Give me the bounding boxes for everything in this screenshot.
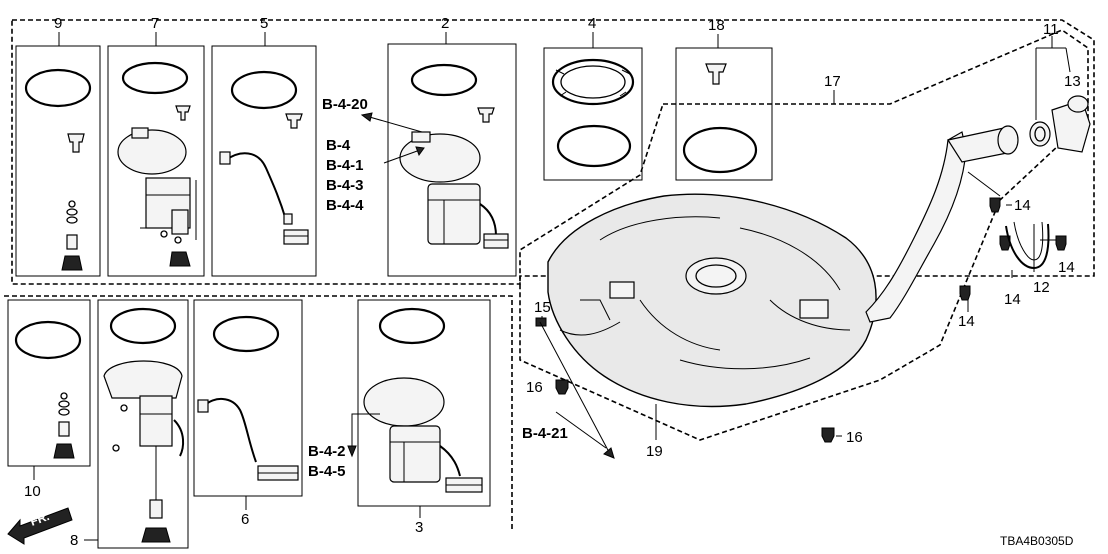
callout-6: 6 xyxy=(241,511,249,528)
clip-part xyxy=(285,113,303,129)
gasket-ring xyxy=(121,61,189,95)
callout-13: 13 xyxy=(1064,73,1081,90)
tank-group-outline xyxy=(519,29,1089,441)
box-2 xyxy=(387,43,517,277)
mounting-hardware-parts xyxy=(535,197,1067,443)
ref-b-4-3: B-4-3 xyxy=(326,177,364,194)
fuel-tank-part xyxy=(547,193,877,408)
box-18 xyxy=(675,47,773,181)
ref-b-4: B-4 xyxy=(326,137,351,154)
callout-16a: 16 xyxy=(526,379,543,396)
gasket-ring xyxy=(410,63,478,97)
reference-arrows xyxy=(347,112,615,459)
box-7-parts xyxy=(117,61,197,267)
filler-neck-part xyxy=(865,125,1019,323)
clip-part xyxy=(705,63,727,85)
front-label: FR. xyxy=(28,509,51,529)
box-9-parts xyxy=(24,68,92,271)
gasket-ring xyxy=(14,320,82,360)
clip-part xyxy=(175,105,191,121)
gasket-ring xyxy=(556,124,632,168)
callout-8: 8 xyxy=(70,532,78,549)
box-9 xyxy=(15,45,101,277)
ref-b-4-2: B-4-2 xyxy=(308,443,346,460)
callout-10: 10 xyxy=(24,483,41,500)
callout-14b: 14 xyxy=(1058,259,1075,276)
ref-b-4-5: B-4-5 xyxy=(308,463,346,480)
fuel-pump-module-part xyxy=(117,127,197,267)
gasket-ring xyxy=(24,68,92,108)
box-4 xyxy=(543,47,643,181)
valve-stack-part xyxy=(61,200,83,271)
callout-15: 15 xyxy=(534,299,551,316)
upper-group-outline xyxy=(11,19,1095,285)
ref-b-4-20: B-4-20 xyxy=(322,96,368,113)
box-4-parts xyxy=(551,58,635,168)
fuel-pump-module-part xyxy=(103,360,185,543)
callout-7: 7 xyxy=(151,15,159,32)
callout-16b: 16 xyxy=(846,429,863,446)
gasket-ring xyxy=(212,315,280,353)
callout-17: 17 xyxy=(824,73,841,90)
lower-group-outline xyxy=(4,295,513,530)
callout-19: 19 xyxy=(646,443,663,460)
callout-14c: 14 xyxy=(1004,291,1021,308)
front-arrow-icon: FR. xyxy=(7,507,73,545)
callout-18: 18 xyxy=(708,17,725,34)
valve-stack-part xyxy=(53,392,75,459)
gasket-ring xyxy=(109,307,177,345)
box-5-parts xyxy=(219,70,309,245)
callout-leaders xyxy=(33,32,1071,541)
gasket-ring xyxy=(230,70,298,110)
callout-4: 4 xyxy=(588,15,596,32)
ref-b-4-1: B-4-1 xyxy=(326,157,364,174)
box-10 xyxy=(7,299,91,467)
box-18-parts xyxy=(682,63,758,174)
box-8 xyxy=(97,299,189,549)
callout-12: 12 xyxy=(1033,279,1050,296)
clip-part xyxy=(477,107,495,123)
box-2-parts xyxy=(399,63,509,249)
box-3-parts xyxy=(363,307,483,493)
diagram-code: TBA4B0305D xyxy=(1000,534,1074,548)
callout-11: 11 xyxy=(1043,21,1059,38)
ref-b-4-21: B-4-21 xyxy=(522,425,568,442)
fuel-pump-assembly-part xyxy=(363,377,483,493)
box-3 xyxy=(357,299,491,507)
clip-part xyxy=(67,133,85,153)
callout-9: 9 xyxy=(54,15,62,32)
box-5 xyxy=(211,45,317,277)
fuel-cap-assembly-part xyxy=(1029,95,1091,153)
box-6-parts xyxy=(197,315,299,481)
callout-labels: 9 7 5 2 4 18 11 13 17 14 14 14 14 12 15 … xyxy=(24,15,1081,549)
fuel-level-sensor-part xyxy=(197,398,299,481)
callout-14a: 14 xyxy=(1014,197,1031,214)
box-6 xyxy=(193,299,303,497)
gasket-ring xyxy=(378,307,446,345)
callout-14d: 14 xyxy=(958,313,975,330)
fuel-level-sensor-part xyxy=(219,151,309,245)
gasket-ring xyxy=(682,126,758,174)
callout-3: 3 xyxy=(415,519,423,536)
box-8-parts xyxy=(103,307,185,543)
callout-2: 2 xyxy=(441,15,449,32)
locking-ring-part xyxy=(551,58,635,106)
reference-labels: B-4-20 B-4 B-4-1 B-4-3 B-4-4 B-4-2 B-4-5… xyxy=(308,96,568,480)
ref-b-4-4: B-4-4 xyxy=(326,197,364,214)
box-10-parts xyxy=(14,320,82,459)
fuel-pump-assembly-part xyxy=(399,131,509,249)
callout-5: 5 xyxy=(260,15,268,32)
